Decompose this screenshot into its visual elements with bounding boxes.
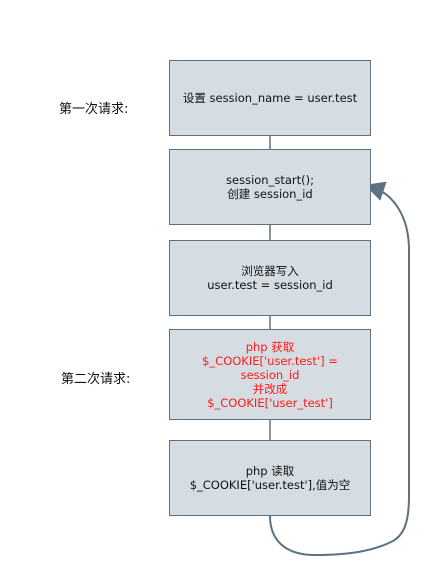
step-text: 设置 session_name = user.test xyxy=(182,91,358,105)
step-text: $_COOKIE['user_test'] xyxy=(207,395,333,410)
step-text: php 读取 xyxy=(245,464,295,478)
step-text: php 获取 xyxy=(245,339,295,354)
step-text: $_COOKIE['user.test'] = xyxy=(202,353,338,368)
step-php-rename-cookie: php 获取 $_COOKIE['user.test'] = session_i… xyxy=(169,329,371,420)
step-text: 并改成 xyxy=(252,381,288,396)
step-text: user.test = session_id xyxy=(207,278,333,292)
first-request-label: 第一次请求: xyxy=(59,102,129,117)
step-text: 创建 session_id xyxy=(227,187,313,201)
step-php-read-cookie: php 读取 $_COOKIE['user.test'],值为空 xyxy=(169,440,371,516)
step-text: session_start(); xyxy=(226,173,314,187)
step-set-session-name: 设置 session_name = user.test xyxy=(169,60,371,136)
step-text: session_id xyxy=(240,367,300,382)
step-session-start: session_start(); 创建 session_id xyxy=(169,149,371,225)
loop-back-arrow xyxy=(269,181,410,557)
step-text: 浏览器写入 xyxy=(241,264,299,278)
second-request-label: 第二次请求: xyxy=(61,372,131,387)
step-text: $_COOKIE['user.test'],值为空 xyxy=(189,478,351,492)
step-browser-write-cookie: 浏览器写入 user.test = session_id xyxy=(169,240,371,316)
